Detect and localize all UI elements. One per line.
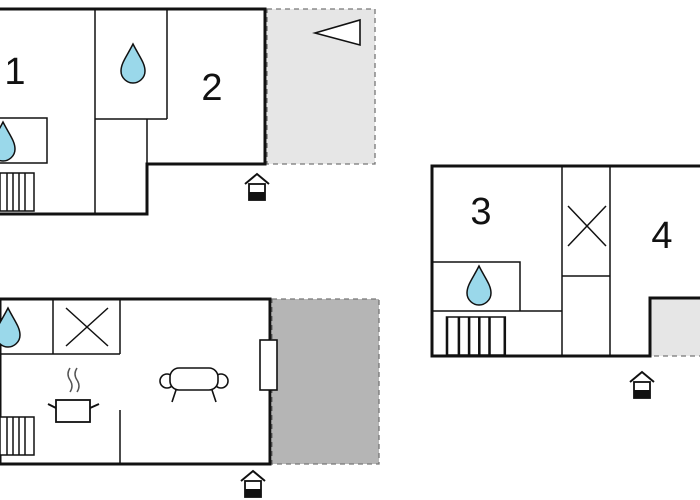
armchair-icon (159, 367, 229, 403)
outer-wall (0, 297, 272, 466)
window-door (259, 339, 278, 391)
entrance-icon (629, 371, 655, 399)
radiator-icon (0, 172, 35, 212)
room-number-3: 3 (470, 191, 491, 233)
water-drop-icon (0, 121, 16, 162)
water-drop-icon (120, 43, 146, 84)
cooking-pot-icon (47, 367, 100, 423)
room-number-2: 2 (201, 67, 222, 109)
building-right: 3 4 (430, 164, 700, 399)
x-marked-box-icon (567, 205, 607, 247)
bathroom-box (432, 261, 521, 311)
x-marked-box-icon (65, 307, 109, 347)
building-bottom-left (0, 297, 380, 498)
building-top-left: 1 2 (0, 7, 376, 216)
terrace-triangle-icon (312, 18, 361, 47)
room-number-1: 1 (4, 51, 25, 93)
radiator-icon (0, 416, 35, 456)
terrace-light (649, 297, 700, 357)
terrace-dark (271, 298, 380, 465)
outer-wall (430, 164, 700, 358)
room-number-4: 4 (651, 215, 672, 257)
outer-wall (0, 7, 267, 216)
entrance-icon (240, 470, 266, 498)
radiator-icon (445, 315, 507, 357)
bathroom-box (0, 117, 48, 164)
entrance-icon (244, 173, 270, 201)
water-drop-icon (0, 307, 21, 348)
water-drop-icon (466, 265, 492, 306)
